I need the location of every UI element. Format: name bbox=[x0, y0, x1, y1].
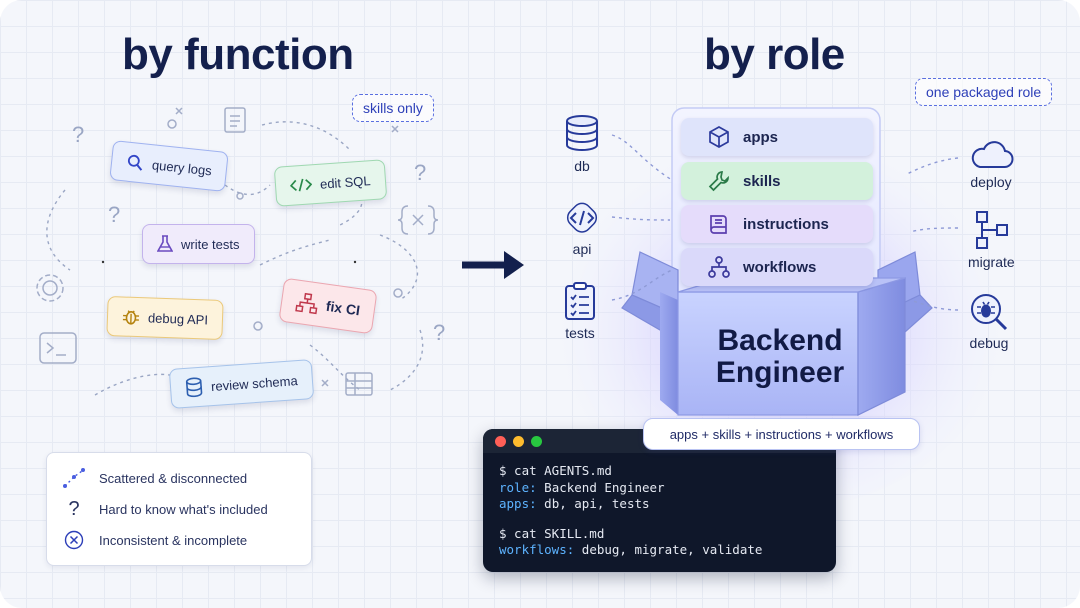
svg-text:?: ? bbox=[433, 320, 445, 345]
terminal-line-role: role: Backend Engineer bbox=[499, 479, 665, 495]
terminal-line-apps: apps: db, api, tests bbox=[499, 496, 650, 511]
layer-workflows[interactable]: workflows bbox=[681, 248, 873, 286]
chip-query-logs[interactable]: query logs bbox=[109, 140, 229, 192]
chip-label: review schema bbox=[210, 372, 299, 394]
chip-label: query logs bbox=[151, 156, 213, 178]
layer-label: skills bbox=[743, 172, 781, 190]
left-title: by function bbox=[122, 30, 354, 79]
output-label: deploy bbox=[970, 174, 1012, 190]
output-deploy[interactable]: deploy bbox=[968, 138, 1014, 190]
one-packaged-role-tag: one packaged role bbox=[915, 78, 1053, 106]
code-icon bbox=[289, 178, 313, 192]
flow-icon bbox=[708, 256, 730, 278]
chip-fix-ci[interactable]: fix CI bbox=[278, 277, 378, 335]
wrench-icon bbox=[708, 171, 729, 192]
connector-lines bbox=[611, 134, 959, 311]
legend-box: Scattered & disconnected ? Hard to know … bbox=[46, 452, 312, 566]
output-label: migrate bbox=[968, 254, 1015, 270]
svg-text:?: ? bbox=[108, 202, 120, 227]
terminal-line-cmd1: $ cat AGENTS.md bbox=[499, 463, 612, 478]
legend-label: Hard to know what's included bbox=[99, 502, 268, 517]
hierarchy-icon bbox=[976, 211, 1009, 249]
chip-label: debug API bbox=[147, 309, 209, 327]
output-label: debug bbox=[969, 335, 1009, 351]
database-icon bbox=[185, 377, 203, 398]
legend-item-inconsistent: Inconsistent & incomplete bbox=[61, 530, 247, 550]
layer-skills[interactable]: skills bbox=[681, 162, 873, 200]
maximize-dot-icon[interactable] bbox=[531, 435, 542, 447]
bug-search-icon bbox=[971, 294, 1008, 331]
checklist-icon bbox=[565, 282, 595, 320]
close-dot-icon[interactable] bbox=[495, 435, 506, 447]
terminal-line-cmd2: $ cat SKILL.md bbox=[499, 525, 605, 541]
input-label: db bbox=[574, 158, 590, 174]
legend-label: Inconsistent & incomplete bbox=[99, 532, 248, 548]
layer-apps[interactable]: apps bbox=[681, 118, 873, 156]
chip-write-tests[interactable]: write tests bbox=[142, 224, 255, 264]
layer-label: workflows bbox=[743, 258, 817, 276]
svg-text:?: ? bbox=[72, 122, 84, 147]
terminal-window: $ cat AGENTS.md role: Backend Engineer a… bbox=[483, 429, 836, 572]
question-icon: ? bbox=[68, 498, 80, 520]
bug-icon bbox=[122, 310, 140, 325]
scatter-icon bbox=[63, 468, 85, 488]
layer-label: instructions bbox=[743, 215, 829, 233]
chip-edit-sql[interactable]: edit SQL bbox=[273, 159, 387, 207]
code-icon bbox=[566, 202, 598, 233]
chip-debug-api[interactable]: debug API bbox=[106, 295, 224, 341]
input-tests[interactable]: tests bbox=[563, 281, 597, 341]
output-migrate[interactable]: migrate bbox=[968, 210, 1015, 270]
input-label: tests bbox=[565, 325, 595, 341]
composition-summary: apps + skills + instructions + workflows bbox=[643, 418, 920, 450]
input-label: api bbox=[572, 241, 592, 257]
input-api[interactable]: api bbox=[563, 199, 601, 257]
legend-item-hard-to-know: ? Hard to know what's included bbox=[61, 498, 268, 521]
input-db[interactable]: db bbox=[563, 114, 601, 174]
terminal-line-workflows: workflows: debug, migrate, validate bbox=[499, 542, 763, 557]
workflow-icon bbox=[295, 292, 318, 315]
legend-item-scattered: Scattered & disconnected bbox=[61, 467, 247, 489]
right-title: by role bbox=[704, 30, 845, 79]
role-name-line2: Engineer bbox=[715, 356, 845, 389]
chip-label: edit SQL bbox=[319, 172, 372, 192]
x-circle-icon bbox=[64, 530, 84, 550]
role-name-line1: Backend bbox=[717, 324, 843, 357]
layer-instructions[interactable]: instructions bbox=[681, 205, 873, 243]
svg-text:?: ? bbox=[414, 160, 426, 185]
cloud-icon bbox=[971, 141, 1014, 168]
output-debug[interactable]: debug bbox=[968, 291, 1010, 351]
layer-label: apps bbox=[743, 128, 779, 146]
cube-icon bbox=[709, 126, 729, 148]
skills-only-tag: skills only bbox=[352, 94, 434, 122]
search-icon bbox=[127, 154, 143, 171]
chip-review-schema[interactable]: review schema bbox=[168, 359, 314, 409]
database-icon bbox=[566, 115, 598, 152]
minimize-dot-icon[interactable] bbox=[513, 435, 524, 447]
book-icon bbox=[710, 215, 727, 234]
chip-label: fix CI bbox=[324, 297, 362, 319]
legend-label: Scattered & disconnected bbox=[99, 470, 248, 486]
arrow-right-icon bbox=[462, 251, 524, 279]
terminal-output: $ cat AGENTS.md role: Backend Engineer a… bbox=[483, 453, 836, 569]
chip-label: write tests bbox=[181, 236, 240, 252]
flask-icon bbox=[157, 235, 173, 252]
role-box-label: Backend Engineer bbox=[680, 325, 880, 389]
